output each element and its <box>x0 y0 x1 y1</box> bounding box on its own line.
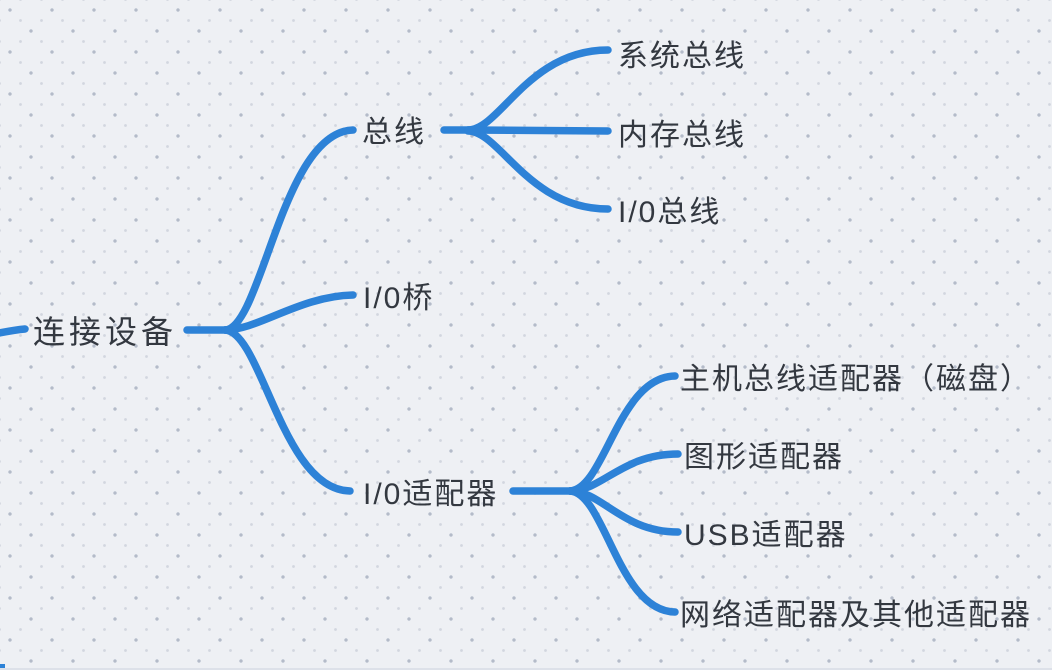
connector-bus-to-system-bus <box>464 46 612 134</box>
node-memory-bus[interactable]: 内存总线 <box>618 119 746 153</box>
node-bus[interactable]: 总线 <box>362 116 426 150</box>
node-io-bridge[interactable]: I/0桥 <box>363 282 435 316</box>
node-io-adapter[interactable]: I/0适配器 <box>363 478 499 512</box>
node-graphics-adapter[interactable]: 图形适配器 <box>684 441 844 475</box>
connector-io-adapter-to-graphics <box>566 450 682 495</box>
connector-bus-to-io-bus <box>464 127 612 213</box>
node-host-bus-adapter-disk[interactable]: 主机总线适配器（磁盘） <box>680 363 1032 397</box>
node-network-adapter-and-others[interactable]: 网络适配器及其他适配器 <box>680 599 1032 633</box>
connector-root-incoming <box>0 325 29 337</box>
node-usb-adapter[interactable]: USB适配器 <box>684 519 848 553</box>
connector-bus-to-memory-bus <box>464 126 612 135</box>
connector-io-adapter-to-hba <box>566 372 679 495</box>
connector-root-to-io-adapter <box>221 326 354 495</box>
bottom-left-blue-speck <box>0 664 5 668</box>
node-system-bus[interactable]: 系统总线 <box>618 40 746 74</box>
connector-root-to-bus <box>221 126 357 334</box>
connector-root-to-io-bridge <box>221 291 357 334</box>
node-io-bus[interactable]: I/0总线 <box>618 196 722 230</box>
connector-io-adapter-to-network <box>566 487 679 616</box>
node-root-connect-devices[interactable]: 连接设备 <box>33 314 178 351</box>
